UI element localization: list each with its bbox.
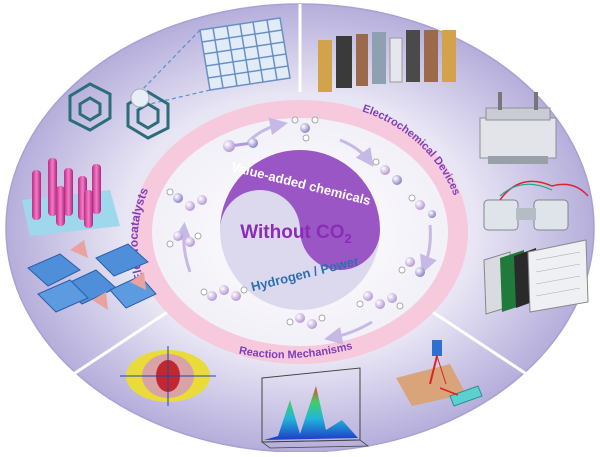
h-cell-icon (483, 180, 589, 231)
polar-plot-icon (120, 346, 216, 406)
zoom-line (139, 29, 201, 93)
molecule-icon (372, 158, 402, 185)
molecule-icon (398, 257, 425, 277)
surface-3d-plot-icon (260, 367, 370, 449)
yin-yang: Value-added chemicals Without CO2 Hydrog… (220, 150, 380, 310)
crystal-framework-icon (27, 240, 157, 313)
cycle-arrows (173, 117, 437, 345)
pillar-array-icon (22, 158, 120, 236)
molecule-icon (408, 194, 436, 218)
molecule-icon (166, 188, 207, 211)
fuel-cell-stack-icon (318, 30, 456, 92)
cage-molecule-icon (68, 82, 170, 140)
molecule-icon (286, 313, 326, 329)
flow-reactor-icon (479, 92, 557, 164)
grid-lattice-icon (199, 17, 291, 91)
molecule-icon (166, 231, 202, 248)
molecule-icon (223, 138, 258, 152)
molecule-icon (200, 285, 248, 301)
membrane-electrode-icon (483, 239, 589, 315)
center-title: Without CO2 (240, 222, 352, 246)
molecule-icon (356, 291, 404, 310)
divider-right (421, 303, 529, 377)
divider-left (71, 303, 179, 377)
laser-spectroscopy-icon (396, 340, 483, 407)
molecule-icon (291, 116, 319, 142)
zoom-line (149, 89, 211, 105)
